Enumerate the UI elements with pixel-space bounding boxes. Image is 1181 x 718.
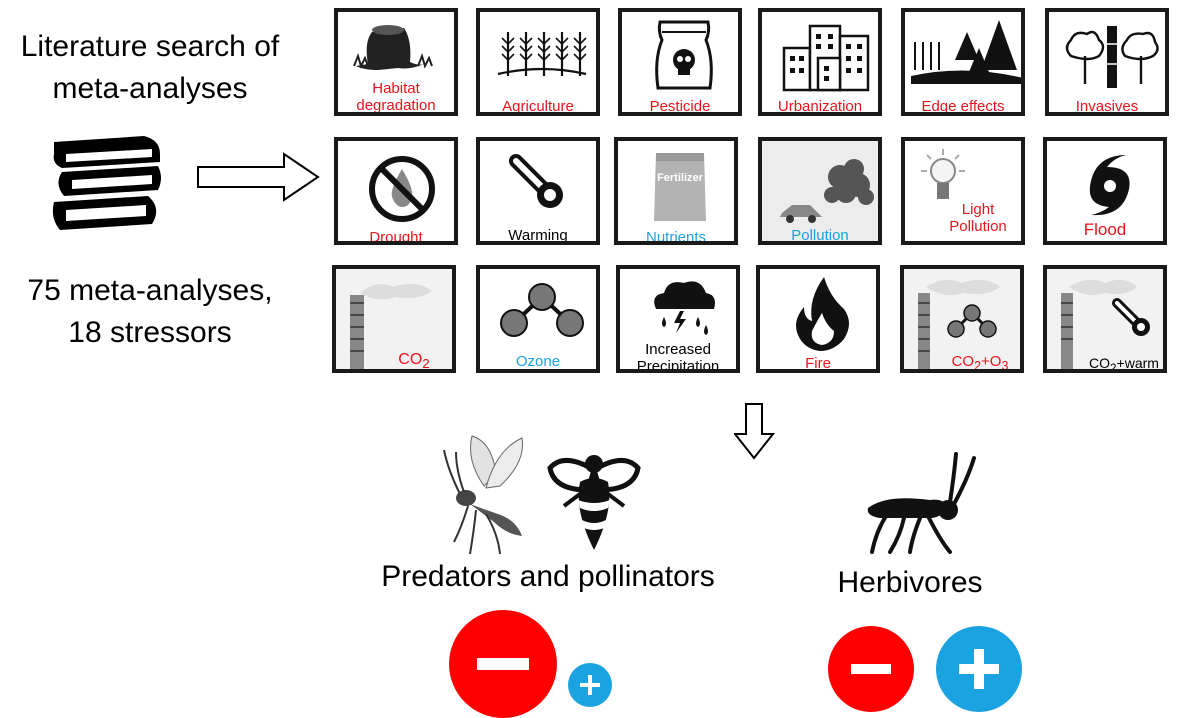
smokestack-ozone-icon [904, 269, 1020, 369]
tile-edge-effects: Edge effects [901, 8, 1025, 116]
tile-label: Warming [508, 227, 568, 244]
tile-co2-warm: CO2+warm [1043, 265, 1167, 373]
tile-pesticide: Pesticide [618, 8, 742, 116]
tile-label: Ozone [515, 353, 561, 370]
positive-effect-predators [568, 663, 612, 707]
cricket-icon [867, 452, 976, 554]
ozone-molecule-icon [500, 283, 584, 337]
tile-warming: Warming [476, 137, 600, 245]
intro-line-1: Literature search of [20, 30, 280, 63]
tile-label: Agriculture [502, 98, 574, 115]
flame-icon [796, 277, 849, 351]
fertilizer-text: Fertilizer [657, 172, 704, 184]
negative-effect-herbivores [828, 626, 914, 712]
light-bulb-icon [921, 149, 965, 199]
tile-label: CO2 [398, 351, 430, 372]
meta-count: 75 meta-analyses, 18 stressors [0, 270, 300, 354]
right-arrow-icon [197, 152, 320, 202]
hurricane-icon [1089, 155, 1130, 216]
fertilizer-bag-icon: Fertilizer [654, 153, 706, 221]
tile-increased-precipitation: Increased Precipitation [616, 265, 740, 373]
tile-label: Light Pollution [949, 201, 1007, 235]
tile-flood: Flood [1043, 137, 1167, 245]
pesticide-bag-icon [655, 20, 713, 90]
tile-urbanization: Urbanization [758, 8, 882, 116]
tile-agriculture: Agriculture [476, 8, 600, 116]
wasp-icon [443, 435, 524, 555]
tile-label: Pollution [791, 227, 849, 244]
meta-count-line-2: 18 stressors [68, 316, 232, 349]
down-arrow-icon [734, 403, 776, 460]
books-icon [52, 136, 161, 230]
tile-label: Invasives [1075, 98, 1139, 115]
wheat-icon [497, 32, 587, 76]
tile-fire: Fire [756, 265, 880, 373]
plus-icon-v [974, 649, 984, 689]
tile-nutrients: Fertilizer Nutrients [614, 137, 738, 245]
minus-icon [477, 658, 529, 670]
tile-label: CO2+warm [1089, 355, 1159, 373]
tile-label: Fire [805, 355, 831, 372]
smokestack-thermometer-icon [1047, 269, 1163, 369]
tile-label: Habitat degradation [356, 80, 436, 114]
invasive-plants-icon [1065, 26, 1159, 88]
positive-effect-herbivores [936, 626, 1022, 712]
negative-effect-predators [449, 610, 557, 718]
smokestack-icon [336, 269, 452, 369]
tile-label: Nutrients [645, 229, 707, 245]
no-water-icon [369, 156, 435, 222]
storm-cloud-icon [654, 281, 715, 335]
tile-invasives: Invasives [1045, 8, 1169, 116]
predators-pollinators-label: Predators and pollinators [381, 560, 715, 593]
tile-co2: CO2 [332, 265, 456, 373]
herbivores-label: Herbivores [837, 566, 983, 599]
tile-label: Flood [1083, 220, 1127, 239]
tile-drought: Drought [334, 137, 458, 245]
tile-label: Increased Precipitation [636, 341, 720, 373]
thermometer-icon [509, 154, 563, 208]
buildings-icon [782, 24, 870, 92]
tile-label: Edge effects [921, 98, 1005, 115]
tile-light-pollution: Light Pollution [901, 137, 1025, 245]
tile-ozone: Ozone [476, 265, 600, 373]
minus-icon [851, 664, 891, 674]
tree-stump-icon [353, 25, 433, 70]
plus-icon-v [588, 675, 592, 695]
intro-line-2: meta-analyses [52, 72, 248, 105]
intro-title: Literature search of meta-analyses [0, 26, 300, 110]
bee-icon [547, 455, 641, 550]
tile-label: Drought [369, 229, 423, 245]
tile-pollution: Pollution [758, 137, 882, 245]
tile-co2-o3: CO2+O3 [900, 265, 1024, 373]
tile-label: CO2+O3 [951, 353, 1009, 373]
forest-edge-icon [911, 20, 1021, 84]
car-exhaust-icon [762, 141, 878, 241]
tile-label: Urbanization [777, 98, 863, 115]
meta-count-line-1: 75 meta-analyses, [27, 274, 273, 307]
tile-habitat-degradation: Habitat degradation [334, 8, 458, 116]
tile-label: Pesticide [649, 98, 711, 115]
